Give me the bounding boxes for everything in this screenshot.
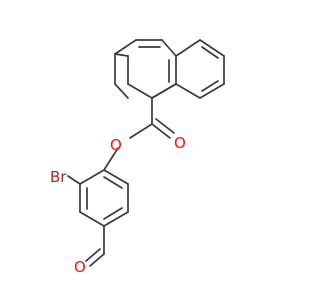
benzaldehyde-ring xyxy=(67,169,129,227)
bromine-atom-label: Br xyxy=(50,168,67,186)
carbonyl-oxygen-label: O xyxy=(174,134,186,152)
aldehyde-group xyxy=(85,225,105,267)
molecule-structure: Br O O O xyxy=(50,39,225,276)
aldehyde-oxygen-label: O xyxy=(74,258,86,276)
ester-oxygen-label: O xyxy=(110,136,122,154)
naphthalene-ring xyxy=(114,39,225,99)
ester-linkage xyxy=(103,97,175,171)
